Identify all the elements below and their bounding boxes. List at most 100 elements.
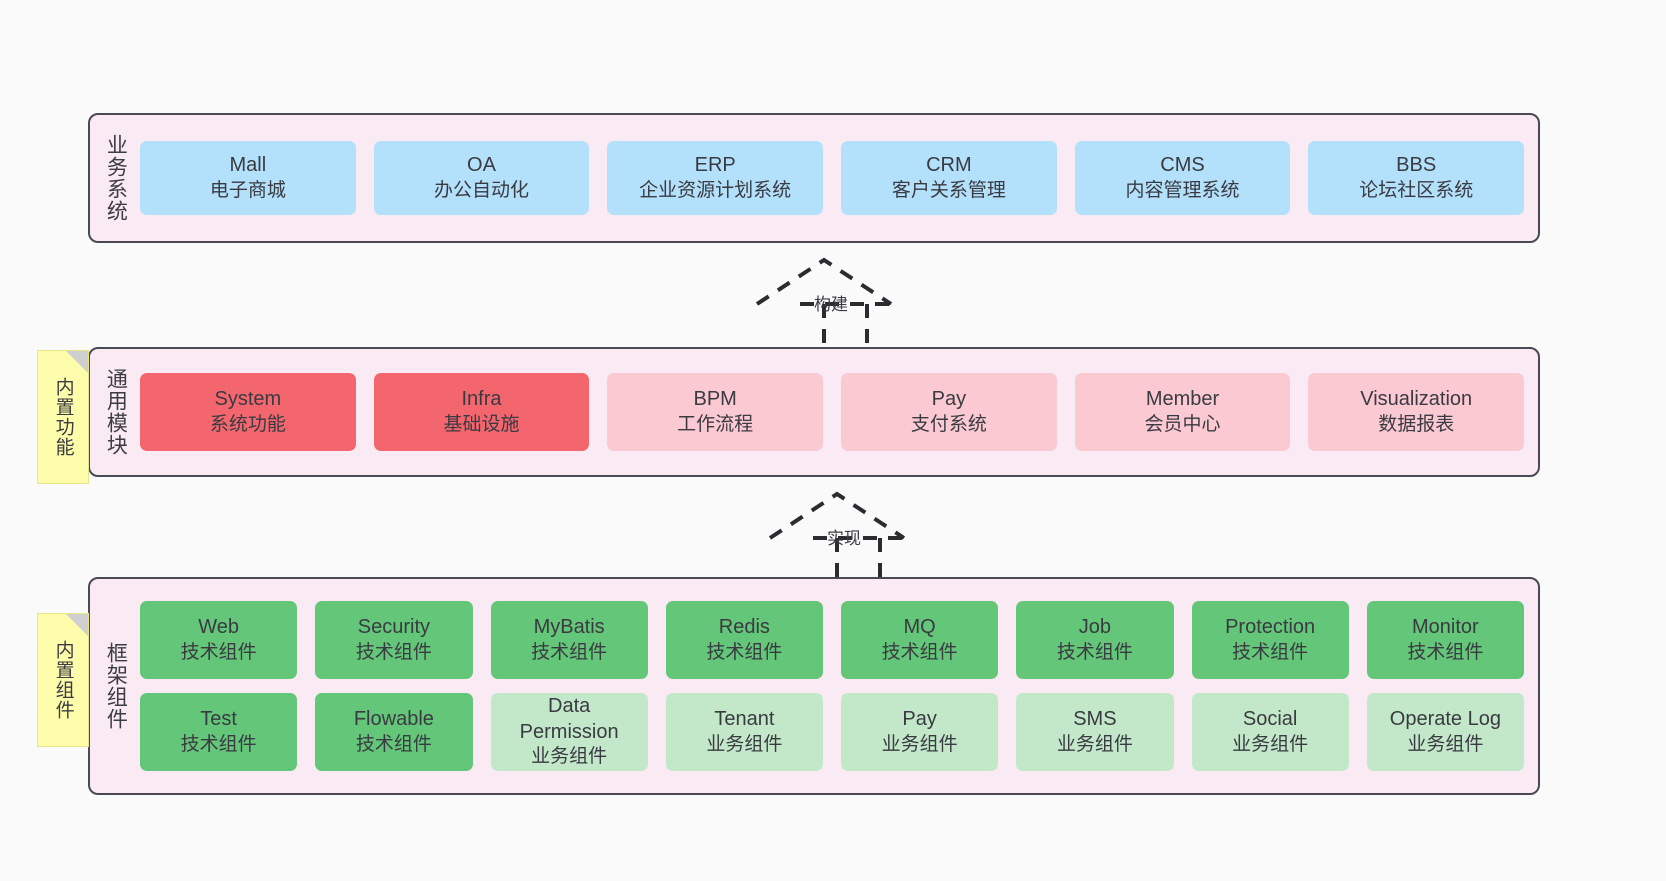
node-crm[interactable]: CRM 客户关系管理 (841, 141, 1057, 215)
node-mall-desc: 电子商城 (209, 179, 286, 201)
node-operate-log-desc: 业务组件 (1407, 733, 1484, 755)
node-oa[interactable]: OA 办公自动化 (373, 141, 590, 215)
node-data-permission-name: Data Permission (519, 695, 619, 743)
node-security[interactable]: Security 技术组件 (315, 601, 473, 679)
node-system-name: System (214, 388, 282, 411)
business-node-row: Mall 电子商城 OA 办公自动化 ERP 企业资源计划系统 CRM 客户关系… (140, 141, 1525, 215)
node-oa-name: OA (467, 154, 496, 177)
node-mybatis[interactable]: MyBatis 技术组件 (490, 601, 648, 679)
node-protection-desc: 技术组件 (1232, 641, 1309, 663)
node-mybatis-name: MyBatis (533, 616, 605, 639)
node-member-name: Member (1145, 388, 1220, 411)
node-job-desc: 技术组件 (1056, 641, 1133, 663)
node-monitor[interactable]: Monitor 技术组件 (1366, 601, 1524, 679)
framework-tech-row: Web 技术组件 Security 技术组件 MyBatis 技术组件 Redi… (140, 601, 1524, 679)
node-data-permission[interactable]: Data Permission 业务组件 (490, 693, 648, 771)
node-pay-module-desc: 支付系统 (910, 413, 987, 435)
node-cms-name: CMS (1160, 154, 1205, 177)
implement-arrowhead (768, 491, 906, 540)
node-infra-name: Infra (461, 388, 502, 411)
node-job-name: Job (1078, 616, 1111, 639)
node-test[interactable]: Test 技术组件 (140, 693, 298, 771)
build-arrowhead (755, 257, 893, 306)
node-member[interactable]: Member 会员中心 (1074, 373, 1291, 451)
node-pay-module[interactable]: Pay 支付系统 (841, 373, 1057, 451)
node-social-name: Social (1242, 708, 1298, 731)
node-erp[interactable]: ERP 企业资源计划系统 (607, 141, 824, 215)
node-system-desc: 系统功能 (209, 413, 286, 435)
node-protection[interactable]: Protection 技术组件 (1191, 601, 1349, 679)
node-monitor-desc: 技术组件 (1407, 641, 1484, 663)
node-bpm-desc: 工作流程 (677, 413, 754, 435)
node-security-name: Security (357, 616, 430, 639)
node-bpm-name: BPM (693, 388, 737, 411)
connector-build-label: 构建 (814, 295, 848, 314)
node-pay-component-name: Pay (902, 708, 937, 731)
framework-business-row: Test 技术组件 Flowable 技术组件 Data Permission … (140, 693, 1524, 771)
note-builtin-component[interactable]: 内置组件 (37, 613, 89, 747)
node-monitor-name: Monitor (1412, 616, 1479, 639)
node-security-desc: 技术组件 (355, 641, 432, 663)
node-crm-desc: 客户关系管理 (891, 179, 1006, 201)
node-web-desc: 技术组件 (180, 641, 257, 663)
node-flowable[interactable]: Flowable 技术组件 (315, 693, 473, 771)
layer-common-modules-label: 通用模块 (104, 368, 128, 456)
node-pay-component[interactable]: Pay 业务组件 (841, 693, 999, 771)
layer-framework-components: 框架组件 Web 技术组件 Security 技术组件 MyBatis 技术组件… (88, 577, 1540, 795)
node-job[interactable]: Job 技术组件 (1016, 601, 1174, 679)
node-mall[interactable]: Mall 电子商城 (140, 141, 356, 215)
node-tenant[interactable]: Tenant 业务组件 (665, 693, 823, 771)
layer-framework-components-label: 框架组件 (104, 642, 128, 730)
node-web[interactable]: Web 技术组件 (140, 601, 298, 679)
note-builtin-function[interactable]: 内置功能 (37, 350, 89, 484)
node-test-name: Test (200, 708, 237, 731)
node-visualization-desc: 数据报表 (1378, 413, 1455, 435)
note-builtin-component-label: 内置组件 (52, 640, 74, 720)
connector-implement-label: 实现 (827, 529, 861, 548)
node-mq-desc: 技术组件 (881, 641, 958, 663)
node-pay-component-desc: 业务组件 (881, 733, 958, 755)
node-cms[interactable]: CMS 内容管理系统 (1074, 141, 1291, 215)
node-social-desc: 业务组件 (1232, 733, 1309, 755)
layer-common-modules: 通用模块 System 系统功能 Infra 基础设施 BPM 工作流程 Pay… (88, 347, 1540, 477)
note-fold-corner-icon (66, 614, 88, 636)
node-mq[interactable]: MQ 技术组件 (841, 601, 999, 679)
node-bbs[interactable]: BBS 论坛社区系统 (1308, 141, 1525, 215)
node-visualization-name: Visualization (1360, 388, 1473, 411)
node-sms[interactable]: SMS 业务组件 (1016, 693, 1174, 771)
connector-build: 构建 (752, 252, 932, 347)
node-redis[interactable]: Redis 技术组件 (665, 601, 823, 679)
node-data-permission-desc: 业务组件 (531, 746, 608, 768)
node-member-desc: 会员中心 (1144, 413, 1221, 435)
node-tenant-desc: 业务组件 (706, 733, 783, 755)
node-bbs-desc: 论坛社区系统 (1359, 179, 1474, 201)
layer-business-systems: 业务系统 Mall 电子商城 OA 办公自动化 ERP 企业资源计划系统 CRM… (88, 113, 1540, 243)
node-social[interactable]: Social 业务组件 (1191, 693, 1349, 771)
node-sms-name: SMS (1073, 708, 1117, 731)
layer-business-systems-label: 业务系统 (104, 134, 128, 222)
node-erp-desc: 企业资源计划系统 (639, 179, 792, 201)
note-fold-corner-icon (66, 351, 88, 373)
node-crm-name: CRM (926, 154, 972, 177)
layer-framework-components-body: Web 技术组件 Security 技术组件 MyBatis 技术组件 Redi… (134, 587, 1524, 785)
node-tenant-name: Tenant (714, 708, 775, 731)
node-erp-name: ERP (694, 154, 736, 177)
note-builtin-function-label: 内置功能 (52, 377, 74, 457)
node-bpm[interactable]: BPM 工作流程 (607, 373, 824, 451)
node-sms-desc: 业务组件 (1056, 733, 1133, 755)
node-bbs-name: BBS (1396, 154, 1437, 177)
node-pay-module-name: Pay (931, 388, 967, 411)
node-system[interactable]: System 系统功能 (140, 373, 356, 451)
node-flowable-desc: 技术组件 (355, 733, 432, 755)
layer-business-systems-body: Mall 电子商城 OA 办公自动化 ERP 企业资源计划系统 CRM 客户关系… (134, 123, 1525, 233)
node-protection-name: Protection (1225, 616, 1316, 639)
node-web-name: Web (198, 616, 239, 639)
node-cms-desc: 内容管理系统 (1125, 179, 1240, 201)
node-oa-desc: 办公自动化 (434, 179, 530, 201)
node-operate-log[interactable]: Operate Log 业务组件 (1366, 693, 1524, 771)
node-mybatis-desc: 技术组件 (531, 641, 608, 663)
node-infra[interactable]: Infra 基础设施 (373, 373, 590, 451)
node-visualization[interactable]: Visualization 数据报表 (1308, 373, 1525, 451)
node-mall-name: Mall (229, 154, 267, 177)
